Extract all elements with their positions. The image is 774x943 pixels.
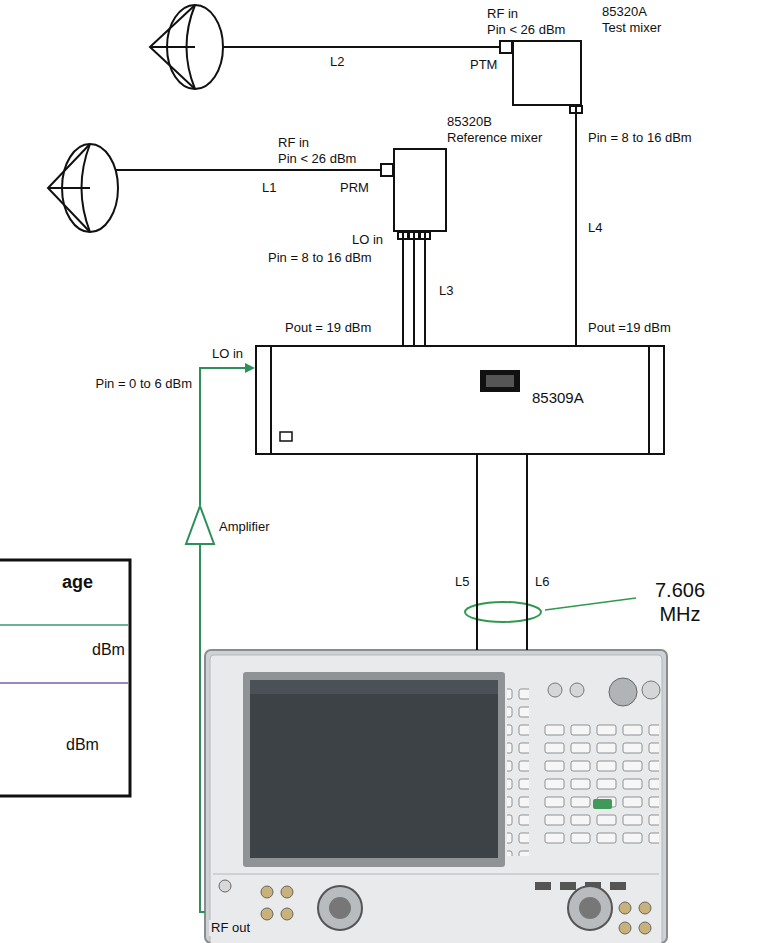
arrowhead	[245, 363, 255, 373]
cable-connector	[527, 455, 528, 650]
rf-port	[500, 41, 512, 53]
leader-line	[545, 598, 636, 610]
cable-line	[413, 232, 415, 345]
table-rule	[0, 624, 128, 626]
cable-line	[402, 232, 404, 345]
cable-label: L3	[439, 283, 453, 299]
panel-divider	[270, 347, 272, 453]
signal-label: L2	[330, 54, 344, 70]
amplifier-outline	[185, 505, 215, 545]
cable-label: L4	[588, 220, 602, 236]
signal-label: Pin = 8 to 16 dBm	[588, 130, 692, 146]
cable-line	[526, 455, 528, 650]
network-analyzer: RF out	[205, 650, 667, 943]
component-label: RF out	[209, 920, 252, 936]
cable-connector	[200, 545, 205, 912]
component-heading: Amplifier	[219, 519, 270, 535]
signal-label: PRM	[340, 180, 369, 196]
signal-label: 7.606 MHz	[640, 578, 720, 626]
cable-connector	[403, 232, 425, 345]
amplifier-symbol	[186, 506, 214, 544]
cable-label: L5	[455, 574, 469, 590]
lo-if-distribution-box: 85309A	[255, 345, 665, 455]
signal-label: Pin = 0 to 6 dBm	[60, 376, 192, 392]
display-window	[486, 375, 514, 387]
antenna-dish	[48, 144, 118, 232]
component-label: 85309A	[532, 389, 584, 407]
signal-label: RF in	[278, 135, 309, 151]
component-heading: 85320B Reference mixer	[447, 114, 555, 145]
cable-label: L6	[535, 574, 549, 590]
signal-label: LO in	[212, 346, 243, 362]
cable-connector	[477, 455, 478, 650]
antenna-dish	[150, 5, 223, 89]
cable-line	[424, 232, 426, 345]
signal-label: Pin < 26 dBm	[278, 151, 356, 167]
signal-label: Pout = 19 dBm	[285, 320, 371, 336]
cable-line	[575, 106, 577, 345]
power-switch	[280, 432, 292, 441]
signal-label: dBm	[66, 735, 99, 754]
rf-cable	[116, 169, 381, 171]
cable-connector	[576, 106, 577, 345]
signal-label: Pout =19 dBm	[588, 320, 671, 336]
network-analyzer-picture	[205, 650, 667, 943]
cable-line	[200, 368, 247, 505]
signal-label: RF in	[487, 6, 518, 22]
signal-label: LO in	[352, 232, 383, 248]
signal-label: Pin < 26 dBm	[487, 22, 565, 38]
rf-port	[381, 164, 393, 176]
cable-line	[200, 545, 205, 912]
component-heading: 85320A Test mixer	[602, 4, 670, 35]
table-frame	[0, 560, 130, 796]
signal-label: Pin = 8 to 16 dBm	[268, 250, 372, 266]
signal-label: age	[62, 572, 93, 594]
cable-line	[476, 455, 478, 650]
rf-cable	[223, 46, 500, 48]
panel-divider	[648, 347, 650, 453]
signal-label: dBm	[92, 640, 125, 659]
test-mixer-box: 85320A Test mixer	[512, 40, 582, 106]
table-rule	[0, 682, 128, 684]
reference-mixer-box: 85320B Reference mixer	[393, 148, 447, 232]
amplifier-triangle: Amplifier	[185, 505, 215, 545]
display-window	[480, 370, 520, 392]
signal-label: L1	[262, 180, 276, 196]
cable-connector	[200, 363, 255, 505]
signal-label: PTM	[470, 57, 497, 73]
